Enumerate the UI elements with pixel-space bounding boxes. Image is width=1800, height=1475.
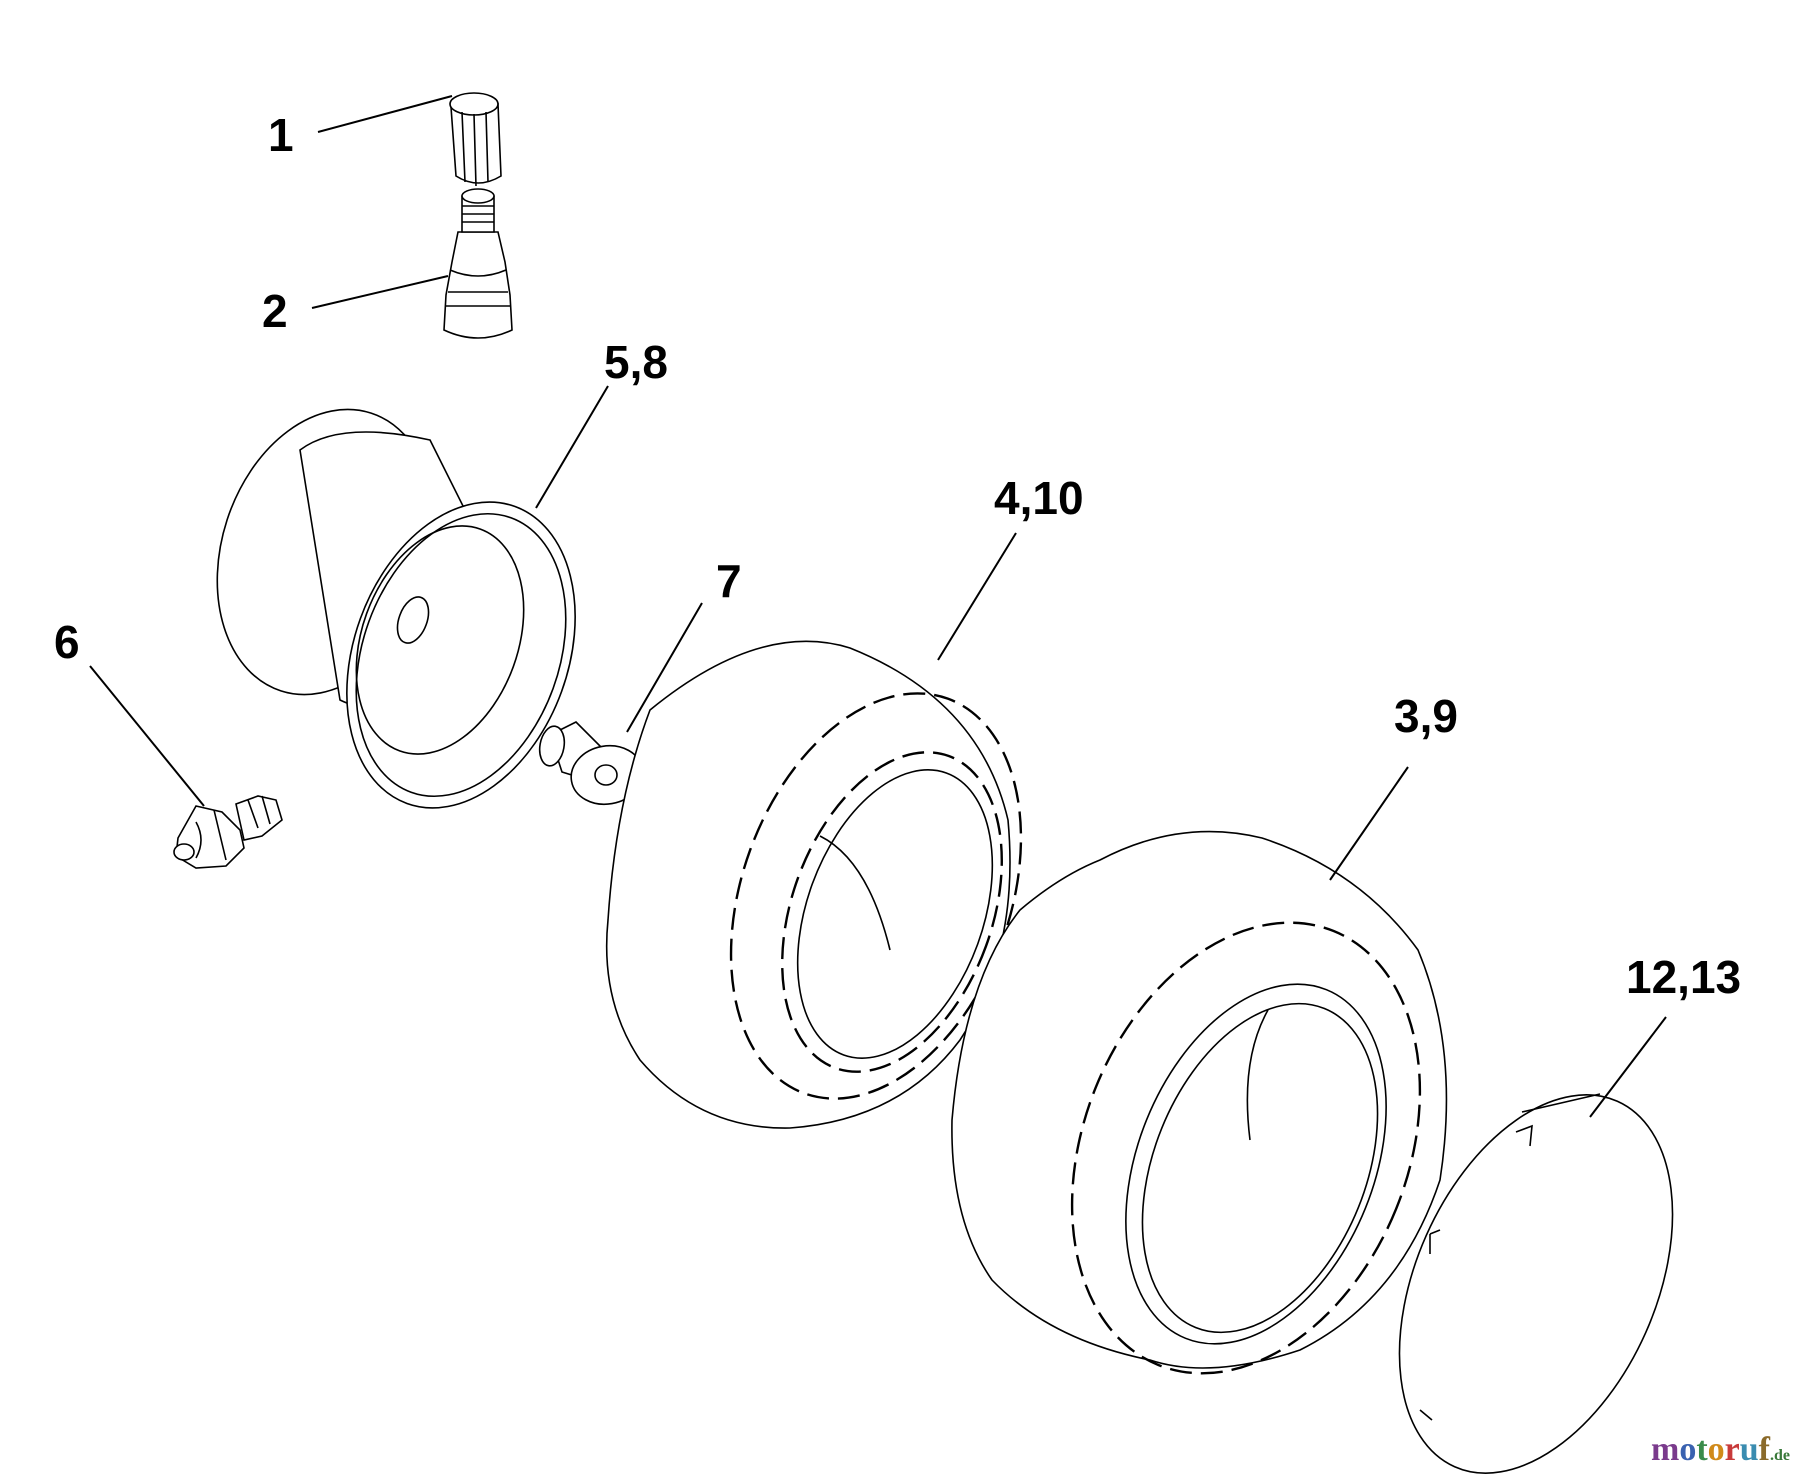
watermark-letter: r [1724, 1431, 1740, 1468]
leader-line-6 [89, 665, 205, 807]
callout-12-13: 12,13 [1626, 951, 1741, 1003]
leader-line-7 [626, 602, 703, 733]
callout-7: 7 [716, 555, 742, 607]
callout-4-10: 4,10 [994, 472, 1084, 524]
callout-3-9: 3,9 [1394, 690, 1458, 742]
leader-line-1 [317, 95, 453, 133]
callout-2: 2 [262, 285, 288, 337]
part-4-10-inner-tube [605, 640, 1023, 1129]
watermark-suffix: .de [1770, 1447, 1790, 1464]
watermark-logo: motoruf.de [1651, 1431, 1790, 1469]
callout-5-8: 5,8 [604, 336, 668, 388]
watermark-letter: o [1707, 1431, 1725, 1468]
watermark-letter: f [1758, 1431, 1770, 1468]
part-12-13-hub-cap [1398, 1093, 1674, 1474]
watermark-letter: u [1739, 1431, 1759, 1468]
part-6-grease-fitting [173, 795, 283, 869]
part-3-9-tire [951, 830, 1448, 1375]
part-5-8-rim [216, 408, 576, 809]
callout-1: 1 [268, 109, 294, 161]
leader-line-5-8 [535, 385, 609, 509]
watermark-letter: o [1679, 1431, 1697, 1468]
part-2-valve-stem [443, 188, 513, 339]
part-1-valve-cap [449, 92, 502, 187]
leader-line-4-10 [937, 532, 1017, 661]
watermark-letter: m [1651, 1431, 1680, 1468]
leader-line-12-13 [1589, 1016, 1667, 1118]
callout-6: 6 [54, 616, 80, 668]
watermark-letter: t [1696, 1431, 1708, 1468]
leader-line-2 [311, 275, 449, 309]
leader-line-3-9 [1329, 766, 1409, 881]
part-7-bushing [538, 721, 644, 806]
